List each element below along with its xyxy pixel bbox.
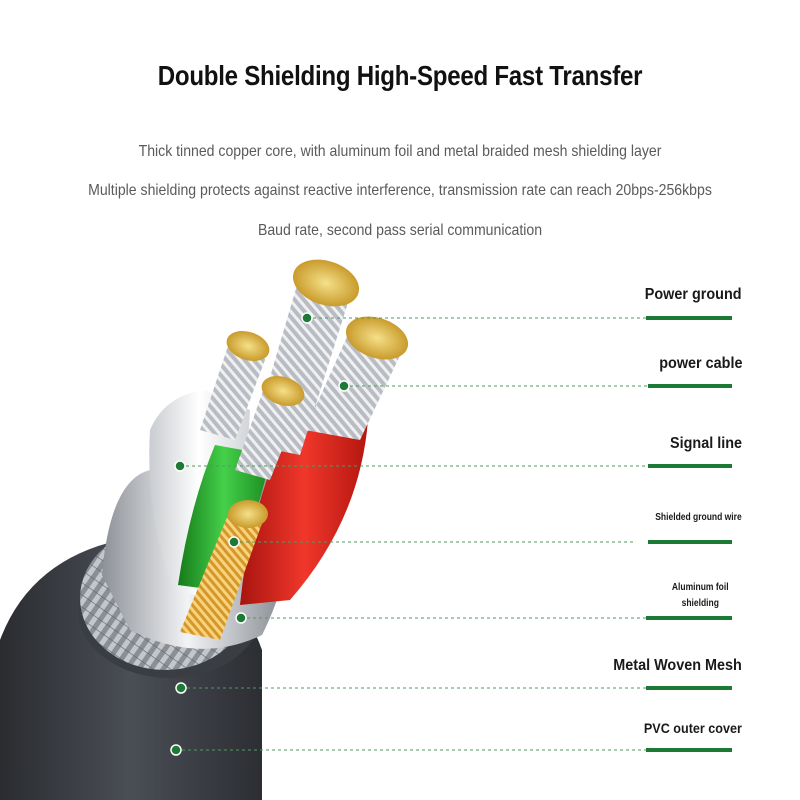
marker-dot	[301, 312, 313, 324]
description-line-2: Multiple shielding protects against reac…	[88, 182, 712, 199]
label-underline	[648, 384, 732, 388]
copper-ground-wire-graphic	[180, 500, 268, 640]
description-line-3: Baud rate, second pass serial communicat…	[257, 222, 543, 239]
label-signal-line: Signal line	[669, 435, 742, 452]
label-shielded-ground-wire: Shielded ground wire	[655, 512, 742, 523]
label-power-cable: power cable	[658, 355, 742, 372]
green-wire-graphic	[178, 445, 270, 590]
label-metal-woven-mesh: Metal Woven Mesh	[613, 657, 742, 674]
label-underline	[646, 616, 732, 620]
label-pvc-outer-cover: PVC outer cover	[643, 720, 742, 736]
marker-dot	[338, 380, 350, 392]
red-wire-graphic	[240, 400, 368, 605]
label-aluminum-foil-shielding: Aluminum foil shielding	[671, 582, 729, 609]
marker-dot	[174, 460, 186, 472]
marker-dot	[228, 536, 240, 548]
page-title: Double Shielding High-Speed Fast Transfe…	[157, 60, 643, 91]
label-power-ground: Power ground	[645, 286, 742, 303]
label-underline	[648, 464, 732, 468]
label-underline	[646, 748, 732, 752]
description-line-1: Thick tinned copper core, with aluminum …	[138, 143, 662, 160]
marker-dot	[170, 744, 182, 756]
conductor-strands-graphic	[200, 259, 409, 480]
label-underline	[646, 316, 732, 320]
marker-dot	[175, 682, 187, 694]
leader-dots	[170, 312, 350, 756]
marker-dot	[235, 612, 247, 624]
leader-lines	[176, 317, 648, 751]
label-underline	[646, 686, 732, 690]
label-underline	[648, 540, 732, 544]
